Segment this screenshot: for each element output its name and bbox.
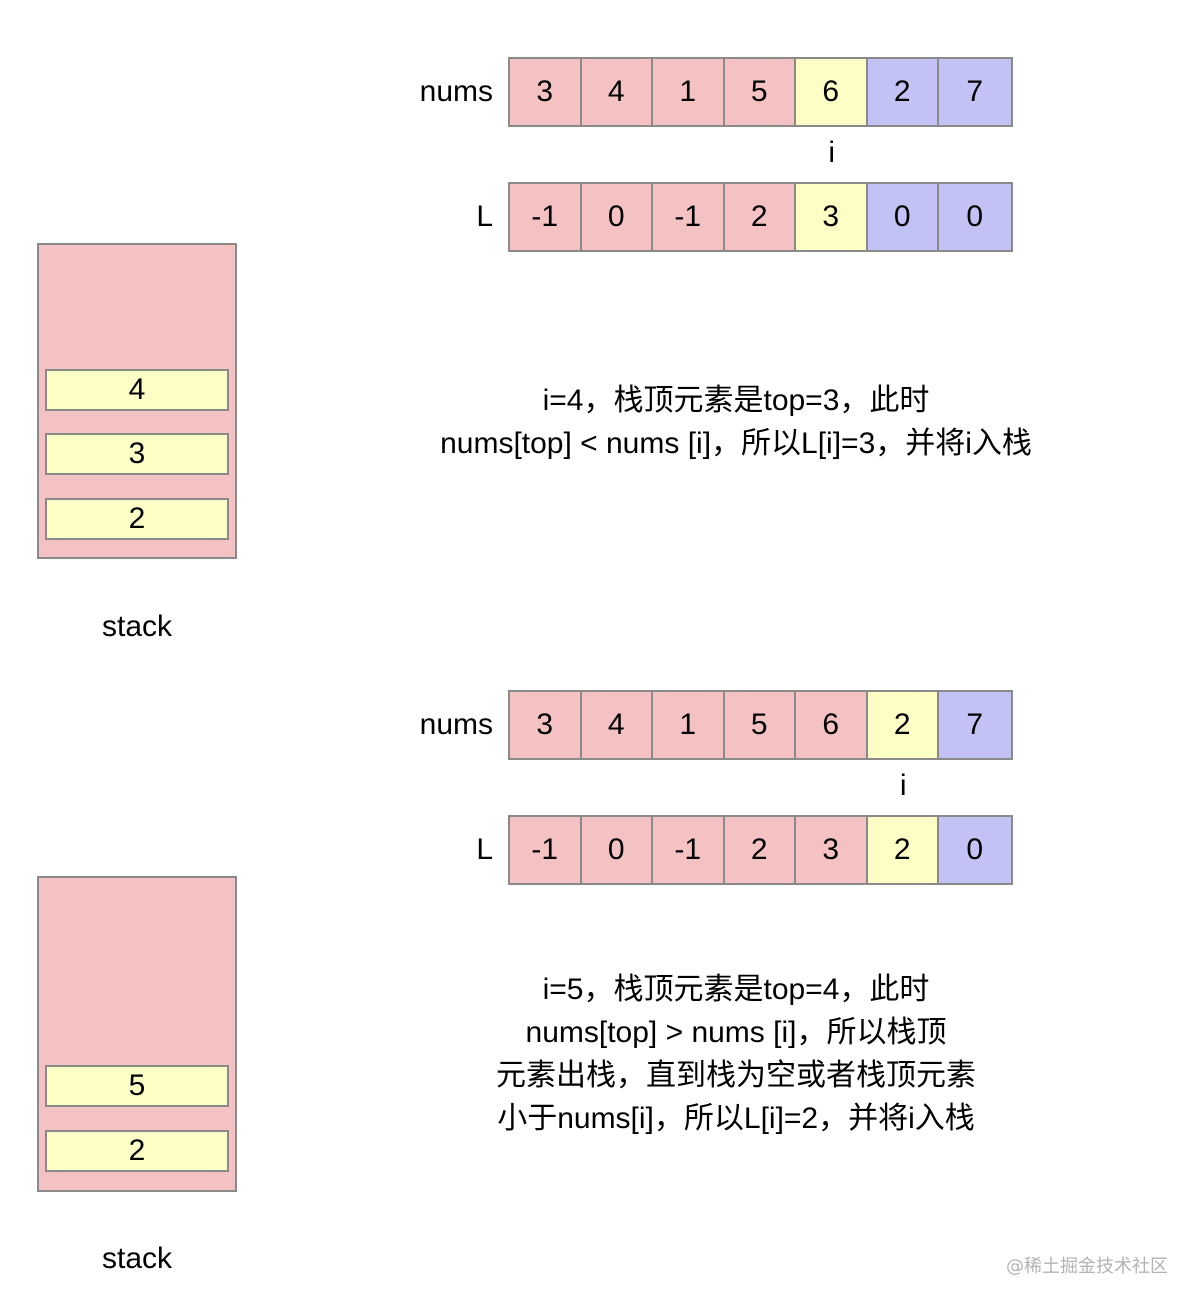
index-pointer: i [899, 769, 907, 802]
L-row-label: L [476, 200, 493, 233]
stack-item: 2 [45, 1130, 229, 1172]
nums-cell: 5 [724, 692, 796, 758]
index-pointer: i [828, 136, 836, 169]
nums-cell: 6 [796, 59, 868, 125]
nums-cell: 3 [510, 692, 582, 758]
explanation-line: 小于nums[i]，所以L[i]=2，并将i入栈 [497, 1102, 975, 1135]
explanation-line: nums[top] < nums [i]，所以L[i]=3，并将i入栈 [440, 427, 1032, 460]
nums-cell: 2 [867, 692, 939, 758]
L-cell: 0 [939, 817, 1011, 883]
L-cell: -1 [510, 817, 582, 883]
L-cell: 3 [796, 184, 868, 250]
L-cell: -1 [653, 184, 725, 250]
watermark: @稀土掘金技术社区 [1006, 1256, 1168, 1277]
L-cell: 0 [581, 817, 653, 883]
nums-cell: 6 [796, 692, 868, 758]
nums-cell: 7 [939, 692, 1011, 758]
L-cell: 0 [581, 184, 653, 250]
L-cell: 0 [867, 184, 939, 250]
nums-cell: 1 [653, 59, 725, 125]
stack-item: 4 [45, 369, 229, 411]
explanation-line: 元素出栈，直到栈为空或者栈顶元素 [496, 1059, 976, 1092]
nums-cell: 7 [939, 59, 1011, 125]
L-cell: 2 [867, 817, 939, 883]
explanation-line: i=5，栈顶元素是top=4，此时 [542, 973, 930, 1006]
stack-item: 3 [45, 433, 229, 475]
L-cell: -1 [653, 817, 725, 883]
nums-cell: 4 [581, 692, 653, 758]
L-cell: 3 [796, 817, 868, 883]
nums-row-label: nums [419, 75, 493, 108]
L-cell: 0 [939, 184, 1011, 250]
nums-cell: 2 [867, 59, 939, 125]
nums-cell: 4 [581, 59, 653, 125]
L-cell: -1 [510, 184, 582, 250]
stack-item: 2 [45, 498, 229, 540]
explanation-line: i=4，栈顶元素是top=3，此时 [542, 384, 930, 417]
L-cell: 2 [724, 184, 796, 250]
nums-cell: 1 [653, 692, 725, 758]
L-cell: 2 [724, 817, 796, 883]
stack-label: stack [101, 1242, 173, 1275]
stack-item: 5 [45, 1065, 229, 1107]
nums-cell: 5 [724, 59, 796, 125]
L-row-label: L [476, 833, 493, 866]
explanation-text: i=4，栈顶元素是top=3，此时 nums[top] < nums [i]，所以… [376, 379, 1096, 465]
stack-container: 4 3 2 [37, 243, 237, 559]
nums-cell: 3 [510, 59, 582, 125]
stack-label: stack [101, 610, 173, 643]
explanation-line: nums[top] > nums [i]，所以栈顶 [525, 1016, 947, 1049]
nums-row-label: nums [419, 708, 493, 741]
explanation-text: i=5，栈顶元素是top=4，此时 nums[top] > nums [i]，所以… [376, 968, 1096, 1140]
